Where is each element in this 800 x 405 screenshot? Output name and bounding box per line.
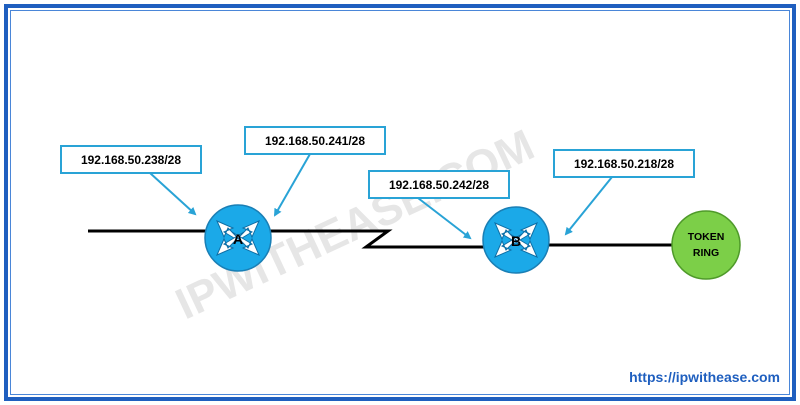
- footer-url[interactable]: https://ipwithease.com: [629, 369, 780, 385]
- ip-label: 192.168.50.218/28: [574, 157, 674, 171]
- router-a[interactable]: A: [204, 204, 272, 272]
- ip-label: 192.168.50.238/28: [81, 153, 181, 167]
- callout-arrow: [274, 153, 311, 217]
- ip-label: 192.168.50.241/28: [265, 134, 365, 148]
- ip-callout-b-right: 192.168.50.218/28: [553, 149, 695, 236]
- callout-arrow: [417, 197, 472, 240]
- token-ring[interactable]: TOKEN RING: [671, 210, 741, 280]
- router-b[interactable]: B: [482, 206, 550, 274]
- ip-label: 192.168.50.242/28: [389, 178, 489, 192]
- token-ring-label-line1: TOKEN: [688, 231, 725, 243]
- ip-callout-a-left: 192.168.50.238/28: [60, 145, 202, 216]
- token-ring-label-line2: RING: [693, 247, 719, 259]
- router-b-label: B: [511, 233, 521, 249]
- router-arrows-icon: [216, 220, 260, 256]
- ip-callout-b-left: 192.168.50.242/28: [368, 170, 510, 240]
- router-arrows-icon: [494, 222, 538, 258]
- callout-arrow: [564, 176, 613, 236]
- ip-callout-a-right: 192.168.50.241/28: [244, 126, 386, 217]
- diagram-frame: [4, 4, 796, 401]
- link-serial-a-b: [270, 229, 486, 249]
- router-a-label: A: [233, 231, 243, 247]
- callout-arrow: [149, 172, 197, 216]
